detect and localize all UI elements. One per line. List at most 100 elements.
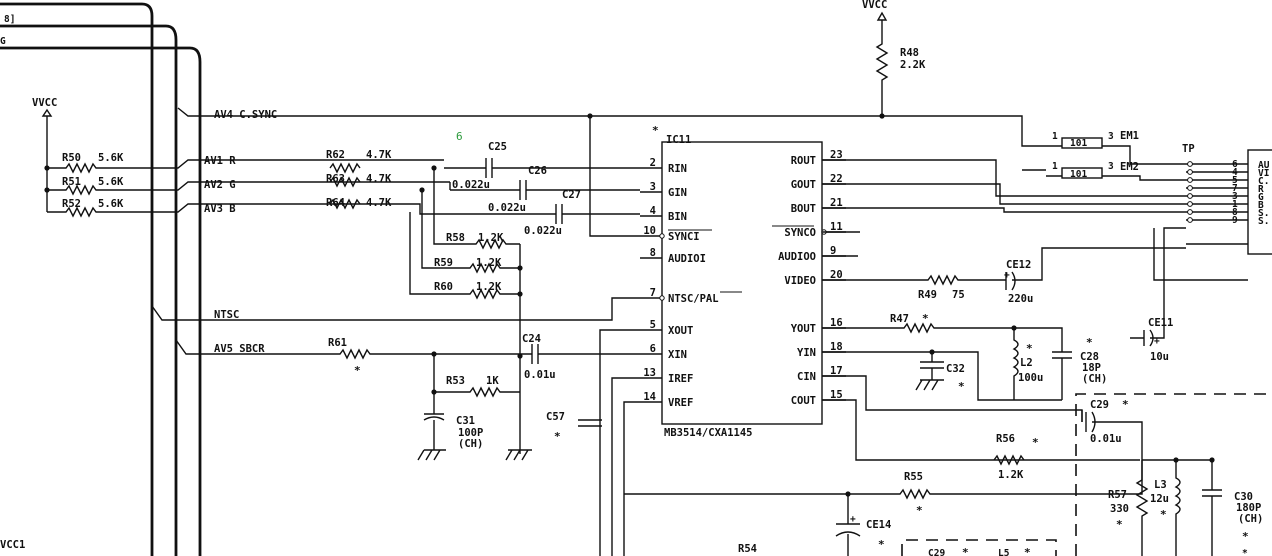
ic-left-pin-number: 7 bbox=[650, 287, 656, 299]
r48-value: 2.2K bbox=[900, 59, 926, 71]
connector-pin-number: 3 bbox=[1232, 191, 1238, 202]
r54-label: R54 bbox=[738, 543, 757, 555]
ic-left-pin-name: IREF bbox=[668, 373, 693, 385]
r47-label: R47 bbox=[890, 313, 909, 325]
connector-pin-number: 9 bbox=[1232, 215, 1238, 226]
rgb-output-wires bbox=[822, 159, 1186, 213]
r59-label: R59 bbox=[434, 257, 453, 269]
c29b-star: * bbox=[962, 546, 969, 556]
r58-value: 1.2K bbox=[478, 232, 504, 244]
test-point-dot bbox=[1187, 169, 1193, 175]
r58-label: R58 bbox=[446, 232, 465, 244]
ic-right-pin-number: 16 bbox=[830, 317, 843, 329]
xout-iref-vref-wires bbox=[599, 329, 640, 556]
bus-label-g: G bbox=[0, 36, 6, 47]
synco-audioo-stubs bbox=[822, 231, 860, 257]
test-point-dot bbox=[1187, 193, 1193, 199]
connector-pin-number: 5 bbox=[1232, 175, 1238, 186]
c24-label: C24 bbox=[522, 333, 541, 345]
c29b-label: C29 bbox=[928, 548, 945, 556]
ic11-ref: IC11 bbox=[666, 134, 691, 146]
connector-pin-label: B bbox=[1258, 200, 1264, 211]
c29-capacitor bbox=[1081, 410, 1143, 460]
ic-right-pin-number: 9 bbox=[830, 245, 836, 257]
c26-value: 0.022u bbox=[488, 202, 526, 214]
r57-l3-c30-network bbox=[1135, 457, 1222, 556]
c26-label: C26 bbox=[528, 165, 547, 177]
vcc1-label: VCC1 bbox=[0, 539, 25, 551]
ce14-label: CE14 bbox=[866, 519, 891, 531]
ic-right-pin-name: GOUT bbox=[791, 179, 816, 191]
connector-pin-label: G bbox=[1258, 192, 1264, 203]
inverted-pin-bubble bbox=[659, 233, 665, 239]
ce11-plus: + bbox=[1154, 336, 1160, 347]
r50-value: 5.6K bbox=[98, 152, 124, 164]
r62-value: 4.7K bbox=[366, 149, 392, 161]
ic-left-pin-number: 10 bbox=[643, 225, 656, 237]
c25-capacitor bbox=[444, 158, 640, 178]
ce12-value: 220u bbox=[1008, 293, 1033, 305]
ic-left-pin-name: BIN bbox=[668, 211, 687, 223]
em2-value: 101 bbox=[1070, 169, 1087, 180]
c27-value: 0.022u bbox=[524, 225, 562, 237]
r62-label: R62 bbox=[326, 149, 345, 161]
c25-label: C25 bbox=[488, 141, 507, 153]
connector-pin-number: 6 bbox=[1232, 159, 1238, 170]
c28-value: 18P bbox=[1082, 362, 1101, 374]
c28-star: * bbox=[1086, 336, 1093, 349]
c31-note: (CH) bbox=[458, 438, 483, 450]
video-output-wires bbox=[822, 247, 1186, 291]
r52-value: 5.6K bbox=[98, 198, 124, 210]
ic-right-pin-name: SYNCO bbox=[784, 227, 816, 239]
r56-resistor bbox=[993, 454, 1025, 466]
c28-label: C28 bbox=[1080, 351, 1099, 363]
connector-pin-number: 7 bbox=[1232, 183, 1238, 194]
c30-note: (CH) bbox=[1238, 513, 1263, 525]
connector-pin-label: VI bbox=[1258, 168, 1269, 179]
ic-right-pin-number: 15 bbox=[830, 389, 843, 401]
test-point-dot bbox=[1187, 217, 1193, 223]
connector-pin-label: R bbox=[1258, 184, 1264, 195]
tp-label: TP bbox=[1182, 143, 1195, 155]
ic-left-pin-name: SYNCI bbox=[668, 231, 700, 243]
c31-value: 100P bbox=[458, 427, 483, 439]
vvcc-left-label: VVCC bbox=[32, 97, 57, 109]
ic-right-pin-name: ROUT bbox=[791, 155, 816, 167]
ic-left-pin-number: 8 bbox=[650, 247, 656, 259]
ic11-right-pins: 23ROUT22GOUT21BOUT11SYNCO9AUDIOO20VIDEO1… bbox=[772, 149, 846, 407]
green-mark: 6 bbox=[456, 130, 463, 143]
bottom-right-mark: * bbox=[1242, 548, 1248, 556]
ce11-capacitor bbox=[1130, 227, 1186, 347]
ic-left-pin-number: 13 bbox=[643, 367, 656, 379]
em2-label: EM2 bbox=[1120, 161, 1139, 173]
c32-label: C32 bbox=[946, 363, 965, 375]
em1-value: 101 bbox=[1070, 138, 1087, 149]
ic-right-pin-name: VIDEO bbox=[784, 275, 816, 287]
r62-resistor bbox=[329, 162, 361, 174]
r53-label: R53 bbox=[446, 375, 465, 387]
c27-label: C27 bbox=[562, 189, 581, 201]
vvcc-top-label: VVCC bbox=[862, 0, 887, 11]
c29-star: * bbox=[1122, 398, 1129, 411]
connector-pin-number: 8 bbox=[1232, 207, 1238, 218]
r52-label: R52 bbox=[62, 198, 81, 210]
r64-value: 4.7K bbox=[366, 197, 392, 209]
ce11-value: 10u bbox=[1150, 351, 1169, 363]
av4-net-label: AV4 C.SYNC bbox=[214, 109, 277, 121]
ntsc-line bbox=[151, 297, 640, 321]
r51-value: 5.6K bbox=[98, 176, 124, 188]
r49-value: 75 bbox=[952, 289, 965, 301]
l3-label: L3 bbox=[1154, 479, 1167, 491]
ic-right-pin-name: CIN bbox=[797, 371, 816, 383]
connector-pin-label: S. bbox=[1258, 216, 1269, 227]
r50-label: R50 bbox=[62, 152, 81, 164]
em2-pin3: 3 bbox=[1108, 161, 1114, 172]
r57-label: R57 bbox=[1108, 489, 1127, 501]
ic-right-pin-number: 17 bbox=[830, 365, 843, 377]
connector-pin-number: 4 bbox=[1232, 167, 1238, 178]
r55-label: R55 bbox=[904, 471, 923, 483]
connector-pin-label: S. bbox=[1258, 208, 1269, 219]
ic-right-pin-name: AUDIOO bbox=[778, 251, 816, 263]
